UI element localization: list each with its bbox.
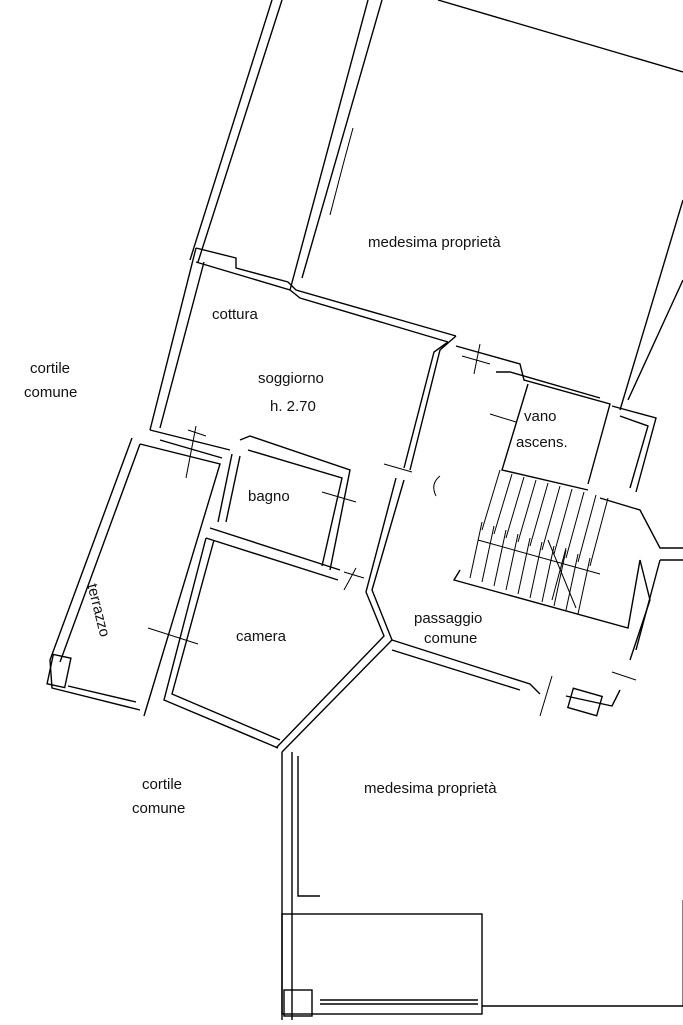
label-medesima-proprieta-bottom: medesima proprietà — [364, 780, 497, 797]
label-passaggio-comune: comune — [424, 630, 478, 647]
label-comune-bottom: comune — [132, 800, 186, 817]
label-comune-left: comune — [24, 384, 78, 401]
label-soggiorno: soggiorno — [258, 370, 324, 387]
label-passaggio: passaggio — [414, 610, 483, 627]
label-cottura: cottura — [212, 306, 258, 323]
label-cortile-bottom: cortile — [142, 776, 183, 793]
door-marks — [147, 343, 637, 717]
apartment-walls — [46, 247, 621, 753]
top-property-walls — [189, 0, 683, 411]
label-soggiorno-height: h. 2.70 — [270, 398, 316, 415]
label-bagno: bagno — [248, 488, 290, 505]
label-camera: camera — [236, 628, 287, 645]
lower-property-walls — [281, 752, 683, 1020]
label-ascens: ascens. — [516, 434, 568, 451]
label-cortile-left: cortile — [30, 360, 71, 377]
stairwell — [452, 345, 683, 661]
label-medesima-proprieta-top: medesima proprietà — [368, 234, 501, 251]
label-vano: vano — [524, 408, 557, 425]
